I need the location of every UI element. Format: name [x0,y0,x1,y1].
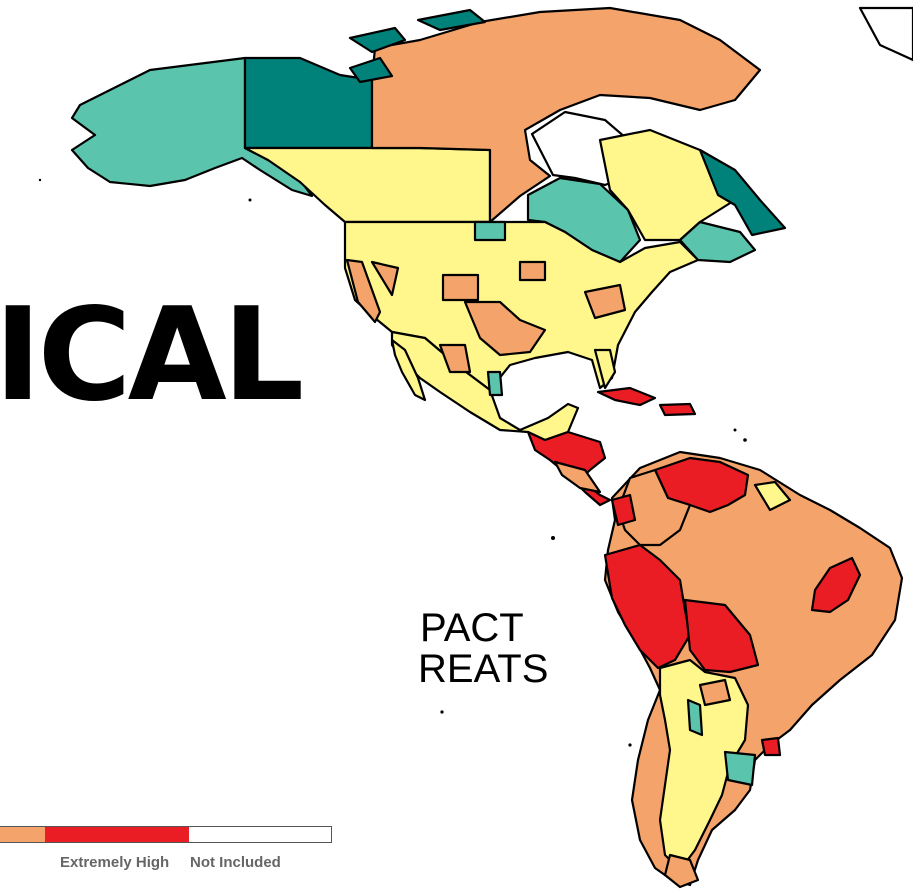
region-mexico-north [438,343,472,374]
region-us-nevada [370,260,400,297]
island-dot [628,743,632,747]
island-dot [551,536,555,540]
island-dot [743,438,747,442]
region-colombia-west [610,493,637,527]
region-us-midwest [518,260,547,282]
region-uruguay [760,736,782,757]
region-cuba [596,386,657,407]
region-us-southeast [583,283,627,320]
map-subtitle: PACT REATS [0,608,548,690]
region-southern-cone [658,658,750,872]
region-nunavut [370,6,762,224]
region-chile-north [686,698,704,737]
legend-swatch-high [0,827,45,842]
map-regions [70,6,913,889]
subtitle-line-2: REATS [418,647,549,691]
region-arctic-island-c [416,8,487,32]
region-baja-california [390,338,427,402]
region-us-california [345,258,382,324]
island-dot [440,710,444,714]
map-islands [38,178,747,747]
subtitle-line-1: PACT [420,606,524,650]
legend-label-extremely-high: Extremely High [60,854,170,871]
island-dot [733,428,737,432]
island-dot [248,198,252,202]
region-mexico-east [486,370,504,397]
region-bolivia [683,598,760,674]
region-us-northern-plains [473,220,507,242]
region-labrador [698,148,787,237]
legend-label-not-included: Not Included [190,854,281,871]
region-us-florida [593,348,617,390]
region-peru [603,543,692,670]
region-greenland-edge [858,6,913,62]
region-western-canada [243,146,492,224]
region-arctic-island-a [348,26,407,54]
region-hispaniola [658,402,697,417]
region-us-colorado [441,273,480,302]
region-brazil-northeast [810,556,862,614]
region-guianas [753,480,792,512]
region-us-texas [463,300,547,357]
region-argentina-east [723,750,757,787]
map-title: ICAL [0,281,304,430]
region-patagonia [663,853,700,889]
legend-swatch-not-included [189,827,331,842]
region-central-america-south [553,460,602,494]
legend-swatch-extremely-high [45,827,189,842]
region-argentina-north [698,678,732,707]
island-dot [38,178,42,182]
region-arctic-island-b [348,56,394,84]
legend-bar [0,826,332,843]
legend-labels: Extremely High Not Included [0,854,913,874]
